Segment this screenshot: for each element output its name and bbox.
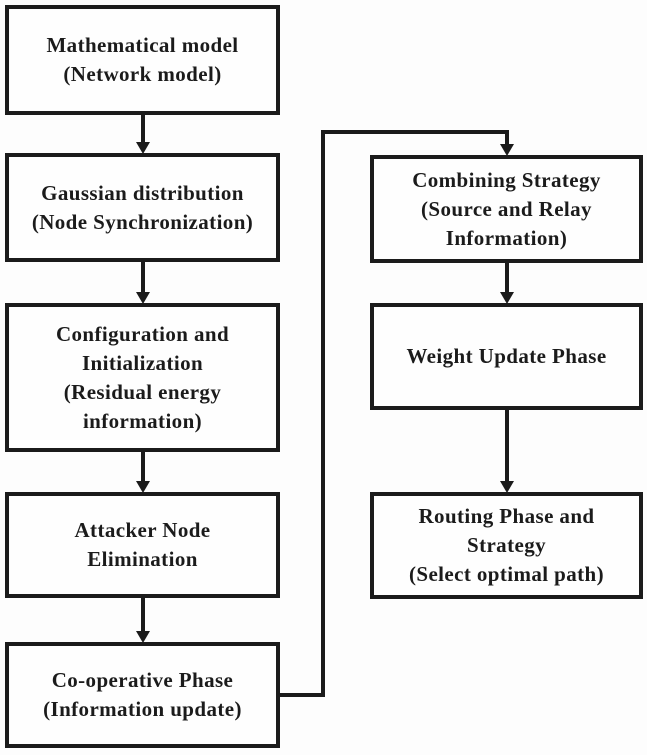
box-gaussian-distribution: Gaussian distribution (Node Synchronizat…: [5, 153, 280, 262]
arrow-gaussian-to-configuration: [136, 262, 150, 304]
connector-cooperative-to-combining: [280, 130, 514, 697]
box-line: Weight Update Phase: [406, 344, 607, 368]
arrow-combining-to-weight: [500, 263, 514, 304]
box-line: Initialization: [81, 350, 204, 375]
box-line: Gaussian distribution: [41, 180, 244, 205]
box-line: Routing Phase and: [418, 504, 595, 528]
box-routing-phase-strategy: Routing Phase and Strategy (Select optim…: [370, 492, 643, 599]
box-configuration-initialization: Configuration and Initialization (Residu…: [5, 303, 280, 452]
box-line: Configuration and: [55, 321, 230, 346]
box-line: information): [82, 408, 203, 433]
box-line: (Source and Relay: [421, 196, 592, 221]
box-line: Strategy: [466, 533, 546, 557]
arrow-weight-to-routing: [500, 410, 514, 493]
box-weight-update-phase: Weight Update Phase: [370, 303, 643, 410]
arrow-attacker-to-cooperative: [136, 598, 150, 643]
arrow-configuration-to-attacker: [136, 452, 150, 493]
box-line: Mathematical model: [46, 33, 239, 57]
box-line: (Select optimal path): [408, 562, 605, 586]
box-attacker-node-elimination: Attacker Node Elimination: [5, 492, 280, 598]
box-line: (Information update): [43, 697, 242, 721]
arrow-mathematical-to-gaussian: [136, 115, 150, 154]
box-line: (Node Synchronization): [31, 209, 254, 234]
box-mathematical-model: Mathematical model (Network model): [5, 5, 280, 115]
box-line: Co-operative Phase: [51, 668, 234, 692]
box-cooperative-phase: Co-operative Phase (Information update): [5, 642, 280, 748]
box-line: Combining Strategy: [412, 167, 601, 192]
box-line: (Residual energy: [63, 379, 222, 404]
box-line: (Network model): [63, 62, 222, 86]
box-combining-strategy: Combining Strategy (Source and Relay Inf…: [370, 155, 643, 263]
box-line: Information): [445, 225, 568, 250]
box-line: Elimination: [87, 547, 198, 571]
box-line: Attacker Node: [74, 518, 211, 542]
